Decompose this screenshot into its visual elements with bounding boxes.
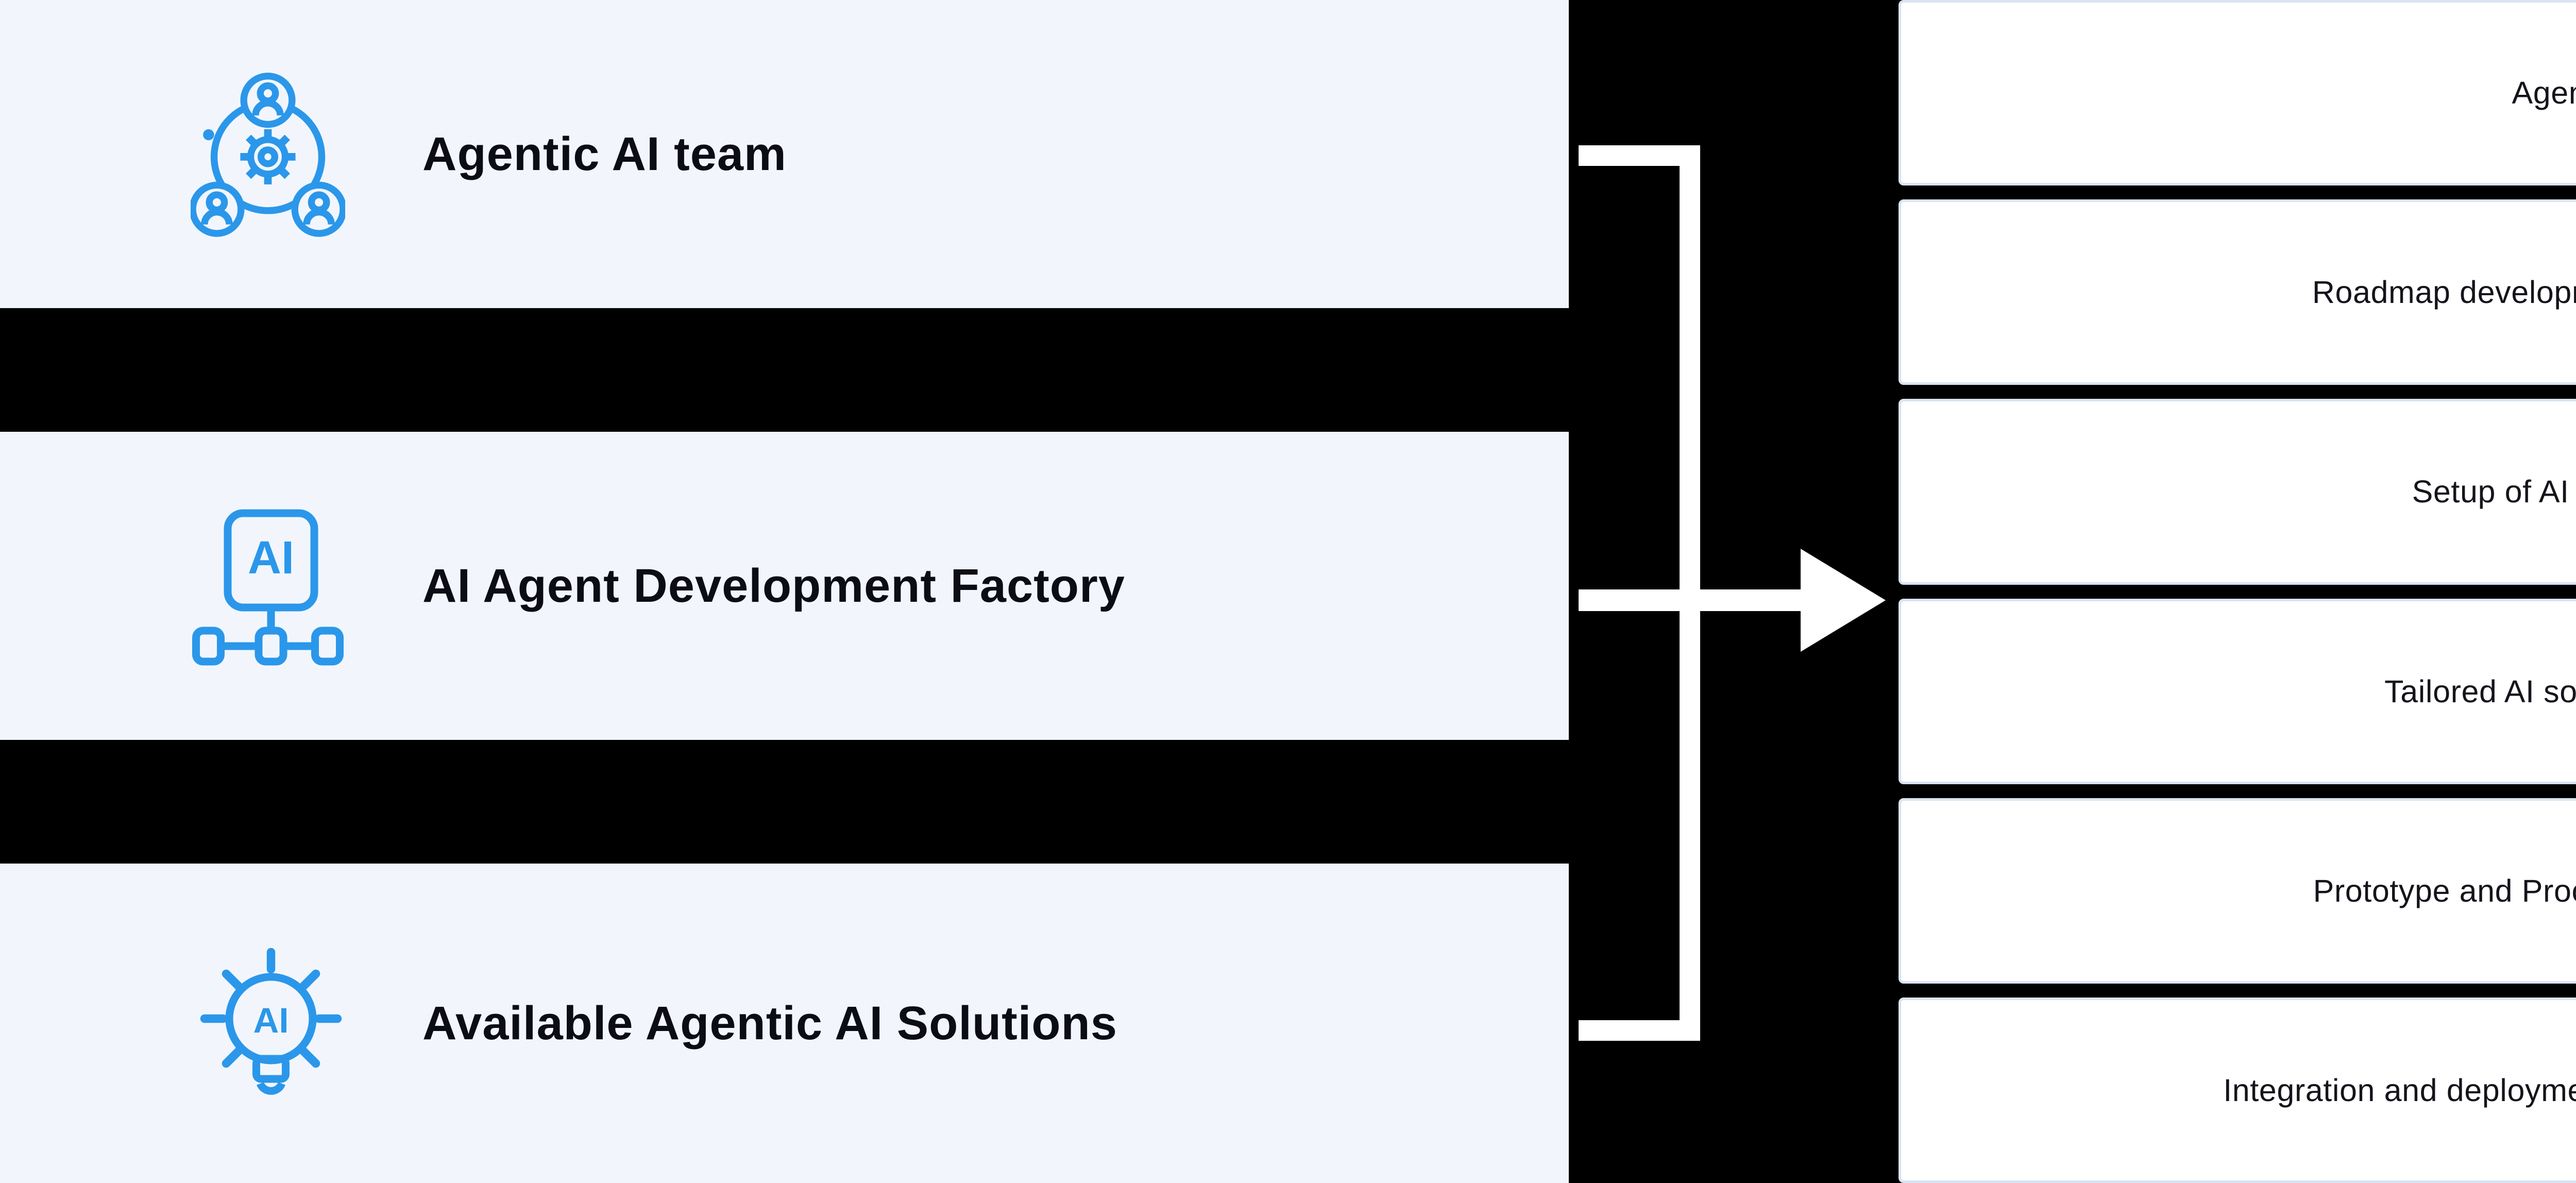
outcome-box: Integration and deployment of AI agents …	[1899, 997, 2576, 1183]
source-panel: Agentic AI team AI AI Agent Development …	[0, 0, 1569, 1183]
outcome-label: Integration and deployment of AI agents …	[2223, 1072, 2576, 1108]
source-label: Agentic AI team	[422, 127, 787, 180]
divider-band	[0, 308, 1569, 432]
flow-arrow-head	[1801, 549, 1886, 652]
flow-arrow-shaft	[1579, 589, 1814, 611]
outcome-label: Roadmap development for AI Agents and Ag…	[2312, 275, 2576, 310]
outcome-box: Agentic AI development	[1899, 0, 2576, 186]
outcome-label: Agentic AI development	[2512, 75, 2576, 111]
outcome-box: Tailored AI solutions for diverse indust…	[1899, 598, 2576, 784]
ai-glyph-text: AI	[248, 532, 294, 584]
outcome-box: Roadmap development for AI Agents and Ag…	[1899, 199, 2576, 385]
outcome-box: Prototype and Proof of Concept (PoC) dev…	[1899, 798, 2576, 984]
source-label: Available Agentic AI Solutions	[422, 996, 1117, 1050]
source-box-agentic-ai-team: Agentic AI team	[0, 0, 1569, 308]
team-gear-icon	[191, 64, 345, 244]
source-label: AI Agent Development Factory	[422, 559, 1125, 612]
ai-lightbulb-icon: AI	[191, 934, 345, 1113]
source-box-available-agentic-ai-solutions: AI Available Agentic AI Solutions	[0, 864, 1569, 1183]
connector-stub-bottom	[1579, 1020, 1700, 1041]
outcome-label: Setup of AI Agent development teams	[2412, 474, 2576, 510]
outcome-label: Tailored AI solutions for diverse indust…	[2384, 673, 2576, 709]
ai-glyph-text: AI	[253, 1001, 289, 1040]
ai-device-network-icon: AI	[191, 496, 345, 675]
outcome-panel: Agentic AI development Roadmap developme…	[1899, 0, 2576, 1183]
source-box-ai-agent-development-factory: AI AI Agent Development Factory	[0, 432, 1569, 740]
outcome-label: Prototype and Proof of Concept (PoC) dev…	[2313, 873, 2576, 908]
divider-band	[0, 740, 1569, 864]
outcome-box: Setup of AI Agent development teams	[1899, 399, 2576, 585]
